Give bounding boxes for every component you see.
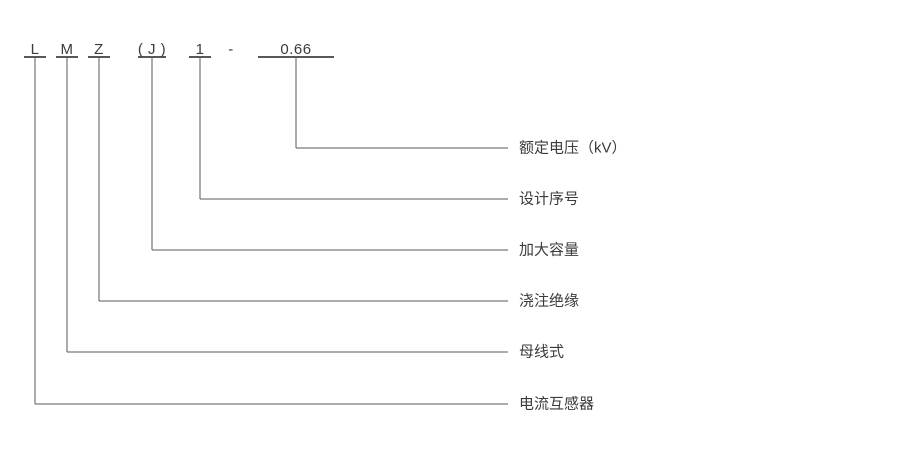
token-1: 1 xyxy=(195,41,205,58)
token-l: L xyxy=(30,41,40,58)
callout-cast-insulation-text: 浇注绝缘 xyxy=(519,292,580,310)
token-z: Z xyxy=(94,41,104,58)
token-066: 0.66 xyxy=(280,41,312,58)
callout-busbar-type-text: 母线式 xyxy=(519,343,565,361)
callout-current-transformer-text: 电流互感器 xyxy=(519,395,595,413)
token-dash: - xyxy=(228,41,234,58)
callout-enlarged-capacity-text: 加大容量 xyxy=(519,241,580,259)
callout-design-serial-text: 设计序号 xyxy=(519,190,580,208)
token-m: M xyxy=(60,41,74,58)
callout-rated-voltage-text: 额定电压（kV） xyxy=(519,139,627,157)
token-j: ( J ) xyxy=(137,41,167,58)
